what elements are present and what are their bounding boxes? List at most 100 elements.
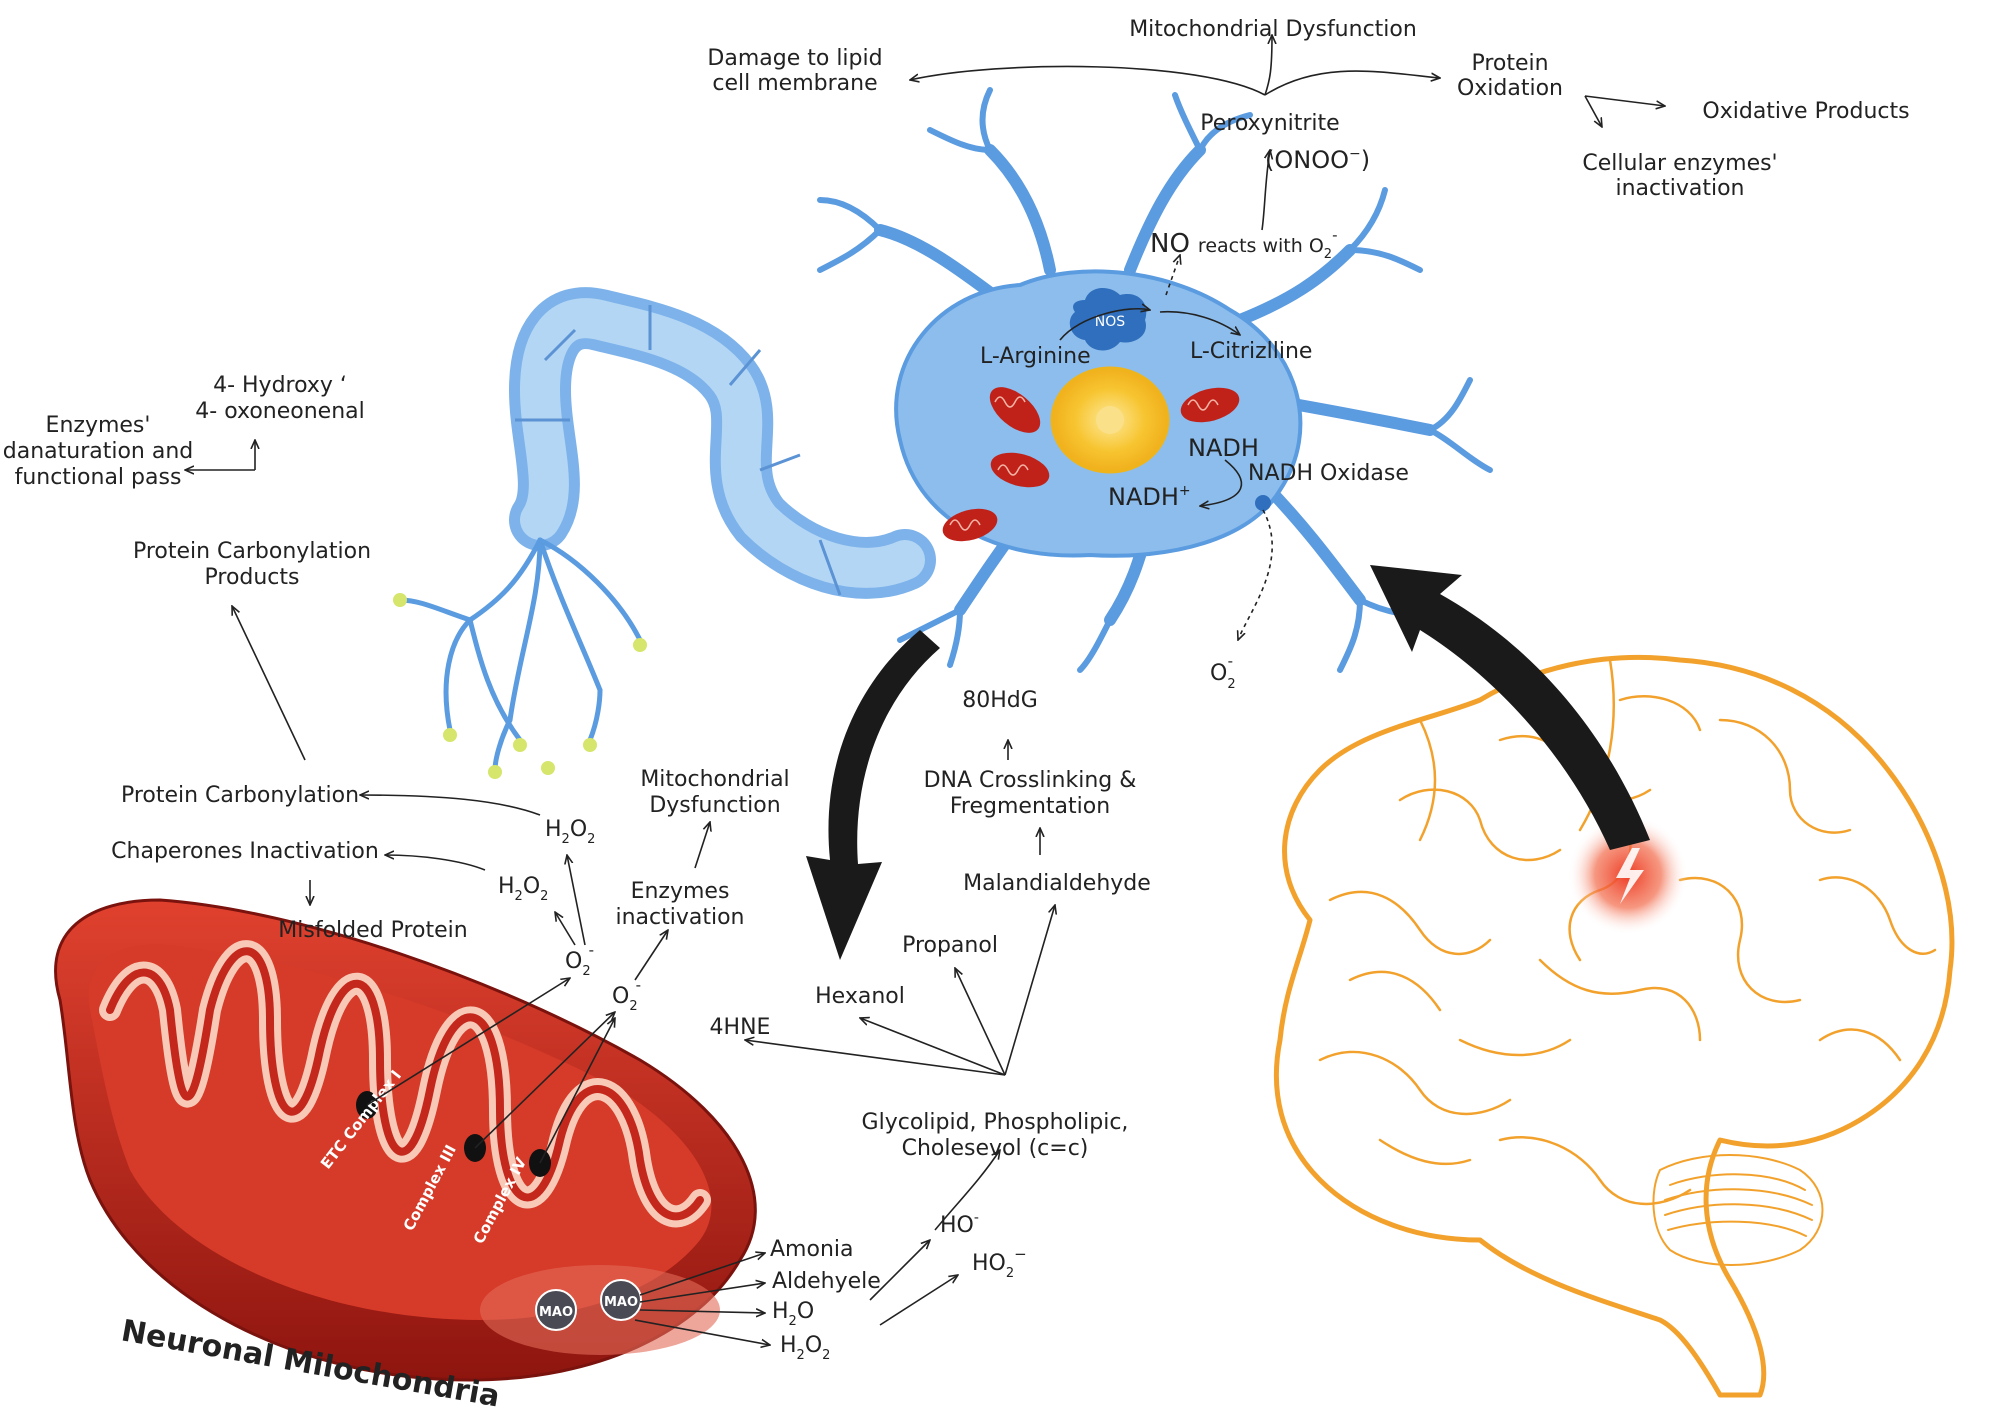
- dna-line1: DNA Crosslinking &: [924, 768, 1137, 793]
- arrow-o2-to-h2o2-top: [567, 855, 586, 946]
- chaperones-label: Chaperones Inactivation: [111, 839, 379, 864]
- cell-enzymes-line2: inactivation: [1615, 176, 1744, 201]
- onoo-label: (ONOO−): [1265, 146, 1370, 174]
- center-labels: Mitochondrial Dysfunction Enzymes inacti…: [565, 688, 1151, 1281]
- propanol-label: Propanol: [902, 933, 998, 958]
- lipid-damage-line1: Damage to lipid: [707, 46, 882, 71]
- nadh-oxidase-label: NADH Oxidase: [1248, 461, 1409, 486]
- dendrite-branches: [817, 87, 1493, 673]
- arrow-to-o2-out: [1238, 509, 1273, 640]
- arrow-to-protein-ox: [1264, 70, 1440, 96]
- arrow-to-lipid-damage: [910, 65, 1266, 96]
- mao-badge-1: [535, 1289, 577, 1331]
- arrow-etc4-to-o2: [539, 1018, 615, 1164]
- arrow-nos-to-citrulline: [1159, 310, 1240, 335]
- arrow-to-cell-enzymes: [1584, 95, 1602, 127]
- mitochondrion-inner: [88, 944, 712, 1320]
- hexanol-label: Hexanol: [815, 984, 905, 1009]
- arrow-enzymes-to-mito-dys: [694, 822, 710, 869]
- dna-line2: Fregmentation: [950, 794, 1110, 819]
- arrow-aldehyele-to-ho: [869, 1240, 930, 1301]
- myelin-separators: [515, 305, 842, 596]
- brain-folds: [1318, 658, 1937, 1206]
- matrix-highlight: [480, 1265, 720, 1355]
- arrow-h2o2-to-ho2: [879, 1275, 958, 1326]
- arrow-mao-to-h2o: [639, 1310, 765, 1313]
- ho-label: HO-: [940, 1210, 979, 1238]
- nadh-oxidase-enzyme: [1255, 495, 1271, 511]
- h2o-label: H2O: [772, 1299, 814, 1329]
- mitochondrion-illustration: ETC Complex I Complex III Complex IV MAO…: [54, 898, 757, 1414]
- o2-out-label: O2-: [1210, 652, 1236, 692]
- oxidative-products: Oxidative Products: [1702, 99, 1909, 124]
- ho2-label: HO2−: [972, 1245, 1027, 1281]
- nos-label: NOS: [1095, 314, 1125, 330]
- protein-oxidation-line1: Protein: [1471, 51, 1548, 76]
- arrow-mao-to-amonia: [639, 1253, 765, 1296]
- l-arginine-label: L-Arginine: [980, 344, 1091, 369]
- nos-enzyme: NOS: [1069, 288, 1147, 351]
- arrow-to-oxidative: [1584, 95, 1665, 106]
- arrow-nadh-to-nadh-plus: [1200, 459, 1243, 506]
- cerebellum: [1652, 1154, 1824, 1266]
- malandialdehyde-label: Malandialdehyde: [963, 871, 1151, 896]
- carb-products-line2: Products: [205, 565, 300, 590]
- arrow-arginine-to-nos: [1059, 309, 1150, 341]
- lipid-damage-line2: cell membrane: [712, 71, 877, 96]
- misfolded-label: Misfolded Protein: [278, 918, 467, 943]
- 4hne-label: 4HNE: [710, 1015, 771, 1040]
- axon-highlight: [519, 298, 925, 588]
- arrow-to-malandialdehyde: [1004, 905, 1055, 1076]
- axon-terminals: [397, 537, 643, 773]
- cristae-inner: [106, 947, 704, 1221]
- neuron-to-mito-arrow: [806, 630, 940, 960]
- arrow-h2o2-to-carbonylation: [360, 795, 541, 816]
- arrow-to-hexanol: [860, 1018, 1006, 1076]
- arrow-h2o2-to-chaperones: [385, 855, 486, 871]
- aldehyele-label: Aldehyele: [772, 1269, 881, 1294]
- enzymes-inact-line1: Enzymes: [631, 879, 730, 904]
- peroxynitrite-label: Peroxynitrite: [1200, 111, 1339, 136]
- hydroxy-line2: 4- oxoneonenal: [195, 399, 364, 424]
- arrow-etc1-to-o2: [366, 978, 570, 1106]
- mao-badge-2: [600, 1279, 642, 1321]
- nadh-plus-label: NADH+: [1108, 483, 1191, 511]
- nucleolus: [1096, 406, 1124, 434]
- arrow-to-4hne: [745, 1040, 1006, 1076]
- mito-dysfunction-top: Mitochondrial Dysfunction: [1129, 17, 1417, 42]
- arrow-mao-to-aldehyele: [639, 1283, 765, 1303]
- enzymes-inact-line2: inactivation: [615, 905, 744, 930]
- neuron-illustration: NOS: [393, 87, 1493, 779]
- mito-dys-line2: Dysfunction: [649, 793, 780, 818]
- h2o2-label-mid: H2O2: [498, 874, 548, 904]
- arrow-etc3-to-o2: [474, 1012, 615, 1149]
- arrow-mao-to-h2o2: [634, 1319, 770, 1345]
- h2o2-label-top: H2O2: [545, 817, 595, 847]
- hydroxy-line1: 4- Hydroxy ‘: [213, 373, 347, 398]
- carb-products-line1: Protein Carbonylation: [133, 539, 371, 564]
- arrow-o2-to-h2o2-mid: [555, 912, 576, 946]
- arrow-nos-to-no: [1165, 255, 1180, 296]
- amonia-label: Amonia: [770, 1237, 853, 1262]
- mito-dys-line1: Mitochondrial: [640, 767, 789, 792]
- pathway-arrows: [185, 35, 1665, 1345]
- nadh-label: NADH: [1188, 434, 1259, 462]
- enzymes-denat-line3: functional pass: [15, 465, 182, 490]
- arrow-ho-to-glyco: [934, 1150, 1000, 1231]
- enzymes-denat-line1: Enzymes': [46, 413, 151, 438]
- glyco-line1: Glycolipid, Phospholipic,: [862, 1110, 1129, 1135]
- protein-carbonylation-label: Protein Carbonylation: [121, 783, 359, 808]
- h2o2-label-bottom: H2O2: [780, 1333, 830, 1363]
- arrow-to-peroxynitrite: [1261, 150, 1270, 231]
- mao-label-2: MAO: [604, 1295, 638, 1310]
- glyco-line2: Cholesevol (c=c): [902, 1136, 1089, 1161]
- o2-label-right: O2-: [612, 976, 641, 1014]
- enzymes-denat-line2: danaturation and: [3, 439, 194, 464]
- left-labels: 4- Hydroxy ‘ 4- oxoneonenal Enzymes' dan…: [3, 373, 596, 943]
- arrow-o2-to-enzymes: [634, 930, 668, 981]
- lightning-bolt-icon: [1616, 848, 1644, 904]
- mao-output-labels: Amonia Aldehyele H2O H2O2: [770, 1237, 881, 1363]
- mao-label-1: MAO: [539, 1305, 573, 1320]
